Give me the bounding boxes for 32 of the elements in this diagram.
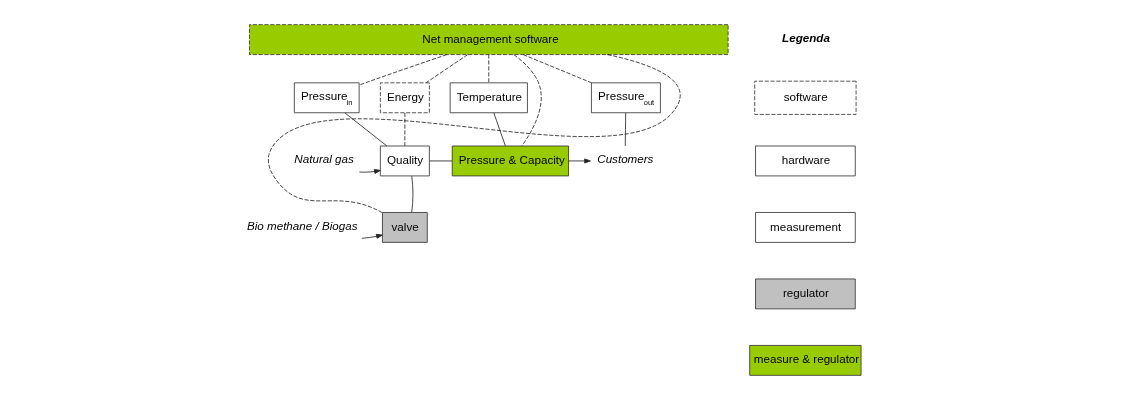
connector: [429, 160, 453, 162]
node-text: Customers: [597, 152, 654, 166]
node-box: Temperature: [449, 82, 528, 114]
node-box: Energy: [379, 82, 430, 114]
node-box: Pressure$_{in}$: [293, 82, 360, 114]
label: Legenda: [782, 30, 830, 44]
connector: [493, 112, 506, 147]
connector: [513, 54, 542, 147]
node-box: valve: [382, 212, 428, 243]
legend-label: hardware: [781, 153, 831, 167]
legend-label: regulator: [782, 285, 829, 299]
legend-label: measurement: [770, 219, 842, 233]
connector: [344, 112, 388, 147]
node-box: Net management software: [249, 24, 729, 55]
connector: [522, 54, 592, 84]
node-box: Pressure$_{out}$: [591, 82, 661, 114]
arrow: [568, 158, 591, 164]
connector: [267, 54, 681, 214]
connector: [411, 175, 414, 213]
node-text: Natural gas: [294, 152, 354, 166]
connector: [488, 54, 490, 83]
node-box: Quality: [379, 145, 430, 177]
node-text: Bio methane / Biogas: [246, 218, 358, 232]
connector: [425, 54, 469, 84]
connector: [404, 112, 406, 147]
arrow: [358, 169, 381, 174]
legend-label: software: [783, 89, 828, 103]
node-box: Pressure & Capacity: [451, 145, 569, 177]
legend-label: measure & regulator: [753, 352, 860, 366]
connector: [624, 112, 627, 147]
arrow: [361, 233, 383, 239]
connector: [358, 54, 448, 86]
